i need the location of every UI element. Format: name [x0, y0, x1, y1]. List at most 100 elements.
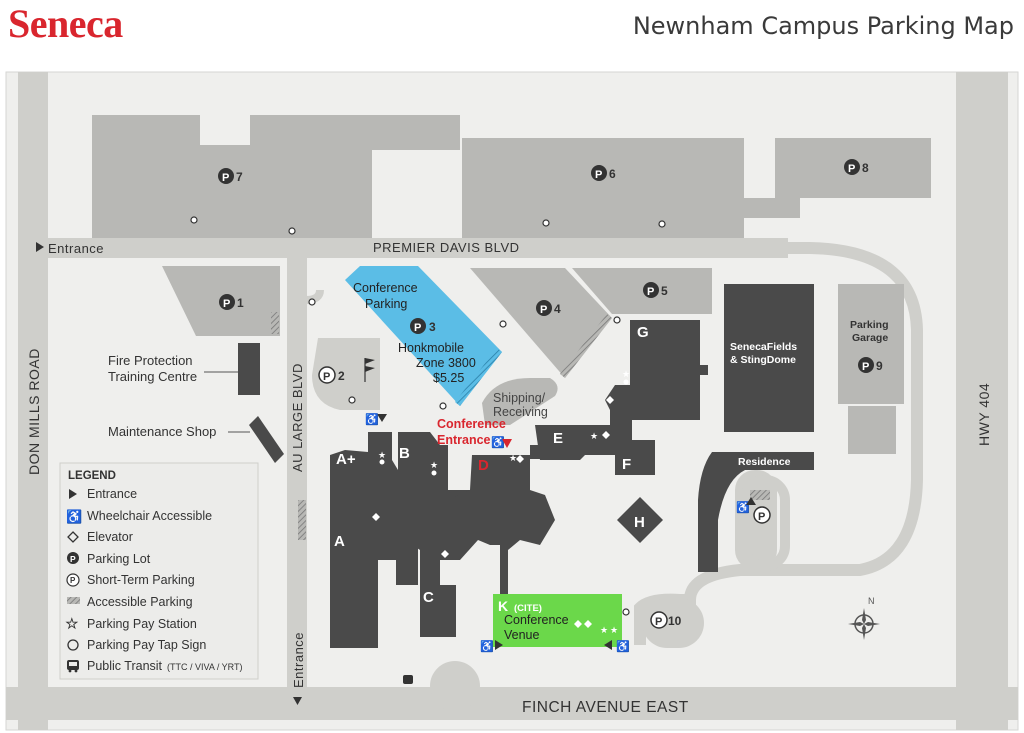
wheelchair-icon: ♿	[491, 436, 505, 449]
premier-davis-label: PREMIER DAVIS BLVD	[373, 240, 520, 255]
lot-7	[92, 115, 460, 214]
pay-station-star-icon: ★	[378, 450, 386, 460]
building-b-label: B	[399, 445, 410, 462]
svg-text:P: P	[323, 371, 330, 383]
wheelchair-icon: ♿	[365, 413, 379, 426]
elevator-diamond-icon	[67, 531, 79, 543]
parking-lot-4-marker[interactable]: P 4	[536, 300, 561, 316]
elevator-diamond-icon	[372, 513, 380, 521]
building-k-label: K	[498, 598, 508, 614]
price-label: $5.25	[433, 371, 464, 385]
accessible-hatch	[298, 500, 306, 540]
legend-title: LEGEND	[68, 470, 116, 482]
building-b	[398, 432, 478, 585]
finch-label: FINCH AVENUE EAST	[522, 699, 689, 716]
p10-lot	[642, 598, 704, 648]
pay-tap-circle-icon	[613, 316, 621, 324]
entrance-markers: ♿ ♿ ♿ ♿ ♿	[36, 242, 756, 705]
entrance-triangle-icon	[377, 414, 387, 422]
building-c	[420, 585, 456, 637]
building-d-label: D	[478, 457, 489, 474]
pay-station-star-icon: ★	[590, 431, 598, 441]
legend-box	[59, 462, 259, 680]
elevator-diamond-icon	[516, 455, 524, 463]
south-entrance-label: Entrance	[291, 632, 306, 688]
pay-station-star-icon: ★	[430, 460, 438, 470]
svg-text:3: 3	[429, 320, 436, 334]
svg-text:P: P	[70, 576, 76, 585]
pay-station-star-icon: ★	[600, 625, 608, 635]
elevator-diamond-icon	[574, 620, 582, 628]
short-term-parking-10-marker[interactable]: P 10	[650, 611, 682, 629]
short-term-parking-icon	[66, 573, 80, 587]
page-title: Newnham Campus Parking Map	[632, 12, 1014, 40]
svg-text:P: P	[70, 554, 76, 564]
parking-garage-label: Garage	[852, 332, 888, 344]
pay-tap-circle-icon	[288, 227, 296, 235]
west-entrance-label: Entrance	[48, 241, 104, 256]
entrance-triangle-icon	[604, 640, 612, 650]
p2-loop	[312, 338, 380, 410]
conference-entrance-marker	[502, 439, 512, 448]
parking-lot-1-marker[interactable]: P 1	[219, 294, 244, 310]
building-h-label: H	[634, 514, 645, 531]
svg-text:5: 5	[661, 284, 668, 298]
short-term-parking-residence-marker[interactable]: P	[753, 506, 771, 524]
parking-lot-6-marker[interactable]: P 6	[591, 165, 616, 181]
bus-icon	[67, 660, 79, 673]
entrance-triangle-icon	[36, 242, 44, 252]
svg-text:8: 8	[862, 161, 869, 175]
senecafields-stingdome	[724, 284, 814, 432]
svg-text:P: P	[647, 286, 654, 298]
legend: LEGEND Entrance ♿ Wheelchair Accessible …	[59, 462, 259, 680]
conference-entrance-label: Entrance	[437, 433, 491, 447]
residence	[698, 452, 814, 572]
entrance-triangle-icon	[495, 640, 503, 650]
roads	[6, 72, 1018, 730]
elevator-diamond-icon	[441, 550, 449, 558]
svg-text:P: P	[223, 298, 230, 310]
senecafields-label: SenecaFields	[730, 341, 797, 353]
honkmobile-label: Honkmobile	[398, 341, 464, 355]
legend-label: Short-Term Parking	[87, 573, 195, 587]
parking-lot-5-marker[interactable]: P 5	[643, 282, 668, 298]
legend-label: Parking Pay Station	[87, 617, 197, 631]
shipping-lot	[482, 378, 558, 425]
parking-lot-3-marker[interactable]: P 3	[410, 318, 436, 334]
legend-label: Wheelchair Accessible	[87, 509, 212, 523]
compass-rose: N	[848, 596, 880, 640]
parking-lot-9-marker[interactable]: P 9	[858, 357, 883, 373]
seneca-logo: Seneca	[8, 1, 123, 46]
pay-tap-circle-icon	[67, 639, 79, 651]
parking-lots	[92, 115, 931, 454]
legend-label: Public Transit	[87, 659, 163, 673]
lot-5	[572, 268, 712, 314]
short-term-parking-2-marker[interactable]: P 2	[318, 366, 345, 384]
svg-text:4: 4	[554, 302, 561, 316]
conference-venue-label: Conference	[504, 613, 569, 627]
conference-venue-label: Venue	[504, 628, 540, 642]
pay-tap-circle-icon	[499, 320, 507, 328]
residence-lot	[740, 475, 790, 571]
shipping-label: Shipping/	[493, 391, 546, 405]
wheelchair-icon: ♿	[480, 640, 494, 653]
svg-text:N: N	[868, 596, 875, 606]
pay-station-star-icon: ★	[509, 453, 517, 463]
parking-lot-7-marker[interactable]: P 7	[218, 168, 243, 184]
parking-lot-8-marker[interactable]: P 8	[844, 159, 869, 175]
accessible-hatch	[271, 312, 279, 334]
svg-text:P: P	[758, 511, 765, 523]
accessible-hatch	[560, 314, 612, 378]
entrance-triangle-icon	[293, 697, 302, 705]
residence-label: Residence	[738, 456, 791, 468]
svg-text:P: P	[540, 304, 547, 316]
pay-tap-circle-icon	[658, 220, 666, 228]
fire-training-label: Training Centre	[108, 369, 197, 384]
zone-label: Zone 3800	[416, 356, 476, 370]
accessible-hatch	[750, 490, 770, 500]
legend-label: Parking Lot	[87, 552, 151, 566]
hwy-404	[956, 72, 1008, 730]
hwy404-label: HWY 404	[976, 383, 992, 446]
conference-venue-building-k	[493, 594, 622, 647]
svg-text:P: P	[848, 163, 855, 175]
